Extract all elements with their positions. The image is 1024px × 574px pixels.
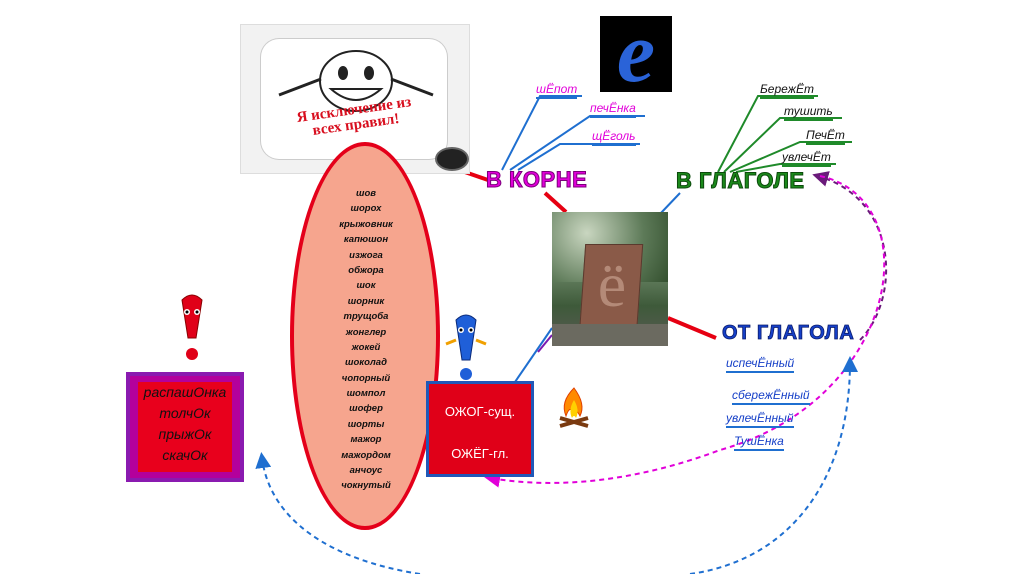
head-from-verb: ОТ ГЛАГОЛА — [722, 322, 855, 345]
oval-word: изжога — [349, 249, 383, 261]
oval-word: обжора — [348, 264, 384, 276]
from-verb-word-1: испечЁнный — [726, 356, 795, 373]
connector-photo-box — [514, 327, 553, 383]
oval-word: шофер — [349, 403, 383, 415]
oval-word: крыжовник — [339, 218, 393, 230]
verb-word-4: увлечЁт — [782, 150, 831, 167]
letter-e-logo: е — [600, 4, 672, 100]
oval-word: шорты — [347, 418, 385, 430]
burn-words-box: ОЖОГ-сущ. ОЖЁГ-гл. — [426, 381, 534, 477]
connector-root-photo — [543, 191, 568, 214]
left-word-2: толчОк — [159, 405, 211, 421]
verb-branch-4 — [735, 163, 836, 173]
dashed-arrow-pink — [484, 175, 886, 488]
root-word-2: печЁнка — [590, 101, 636, 118]
root-branch-1 — [501, 95, 582, 171]
oval-word: чопорный — [341, 372, 391, 384]
dashed-arrow-purple — [812, 171, 888, 341]
exclamation-character-blue-icon — [445, 314, 487, 380]
oval-word: мажордом — [341, 449, 391, 461]
left-word-1: распашОнка — [143, 384, 227, 400]
oval-word: жокей — [351, 341, 381, 353]
verb-word-3: ПечЁт — [806, 128, 845, 145]
from-verb-word-3: увлечЁнный — [726, 411, 794, 428]
head-root: В КОРНЕ — [485, 167, 588, 193]
oval-word: шок — [356, 280, 376, 292]
oval-word: мажор — [350, 434, 382, 446]
oval-word: шорох — [350, 203, 382, 215]
oval-word: шорник — [347, 295, 385, 307]
campfire-icon — [559, 387, 589, 428]
oval-word: шоколад — [345, 357, 387, 369]
connector-photo-left — [537, 334, 553, 353]
verb-branch-2 — [723, 117, 842, 173]
oval-word: капюшон — [343, 234, 389, 246]
exception-sign-image: Я исключение из всех правил! — [240, 24, 470, 174]
oval-word: шомпол — [346, 388, 386, 400]
exclamation-character-red-icon — [181, 294, 203, 360]
exceptions-word-list: шов шорох крыжовник капюшон изжога обжора шок ш… — [316, 186, 416, 494]
verb-word-2: тушить — [784, 104, 833, 121]
verb-branch-3 — [729, 141, 852, 173]
exceptions-oval — [290, 142, 440, 530]
burn-noun: ОЖОГ-сущ. — [444, 404, 516, 419]
connector-photo-fromverb — [667, 316, 717, 340]
from-verb-word-4: ТушЁнка — [734, 434, 784, 451]
verb-word-1: БережЁт — [760, 82, 814, 99]
left-words-box: распашОнка толчОк прыжОк скачОк — [126, 372, 244, 482]
dashed-arrow-blue-right — [689, 356, 858, 574]
left-words-inner: распашОнка толчОк прыжОк скачОк — [138, 382, 232, 472]
oval-word: жонглер — [345, 326, 387, 338]
oval-word: анчоус — [349, 465, 383, 477]
left-word-4: скачОк — [162, 447, 208, 463]
monument-letter: ё — [597, 249, 627, 320]
connector-verb-photo — [659, 192, 681, 215]
from-verb-word-2: сбережЁнный — [732, 388, 810, 405]
oval-word: чокнутый — [341, 480, 391, 492]
smiley-icon — [278, 50, 434, 112]
burn-verb: ОЖЁГ-гл. — [451, 446, 509, 461]
oval-word: шов — [356, 188, 376, 199]
head-verb: В ГЛАГОЛЕ — [676, 168, 805, 194]
oval-word: трущоба — [343, 311, 389, 323]
root-word-3: щЁголь — [592, 129, 636, 146]
verb-branch-1 — [717, 95, 818, 173]
letter-e-glyph: е — [616, 4, 656, 100]
monument-photo: ё — [552, 212, 668, 346]
root-word-1: шЁпот — [536, 82, 578, 99]
left-word-3: прыжОк — [158, 426, 212, 442]
mouse-icon — [435, 147, 469, 171]
dashed-arrow-blue-left — [255, 452, 421, 574]
